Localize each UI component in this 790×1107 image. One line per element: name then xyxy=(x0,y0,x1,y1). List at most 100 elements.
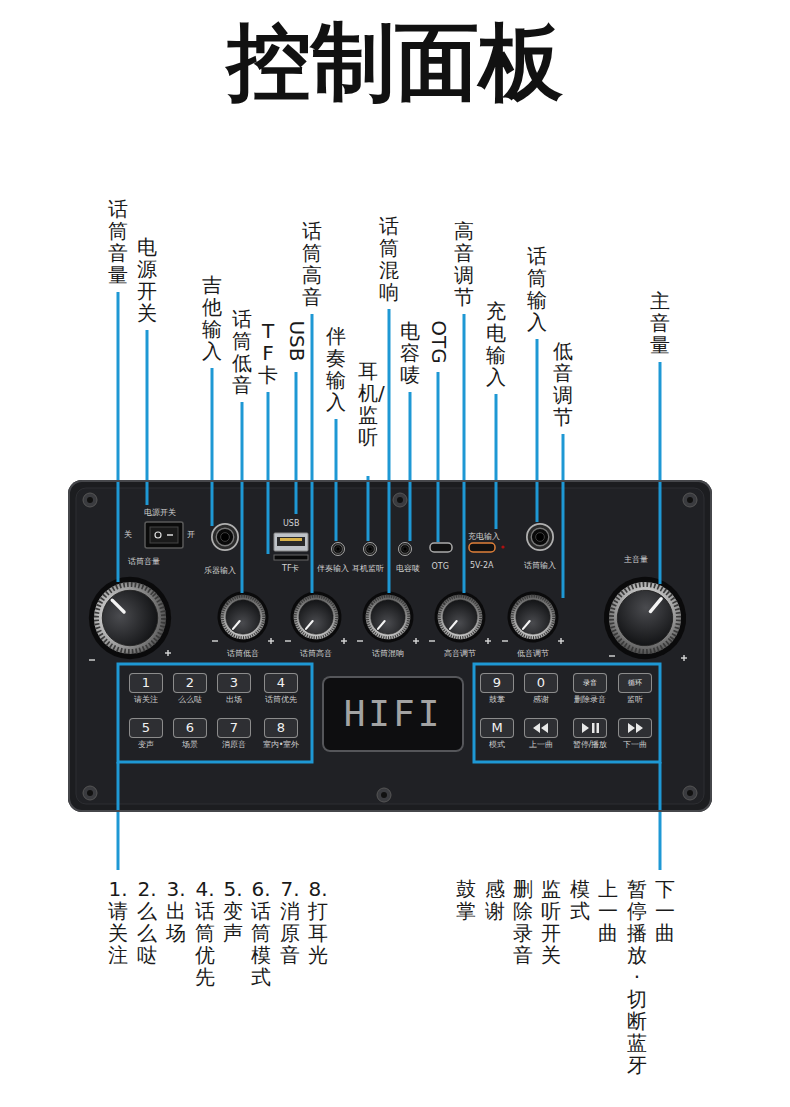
leader-line xyxy=(241,402,244,593)
button-key: 7 xyxy=(217,718,251,738)
leader-line xyxy=(335,419,338,541)
minus-mark xyxy=(609,655,615,656)
vertical-label: 5.变声 xyxy=(223,878,243,944)
button-label: 出场 xyxy=(226,696,242,705)
button-label: 消原音 xyxy=(222,741,246,750)
button-label: 上一曲 xyxy=(529,741,553,750)
play-icon-shape xyxy=(582,723,589,733)
button-key: 5 xyxy=(129,718,163,738)
panel-label: 电容唛 xyxy=(396,565,420,573)
panel-label: 耳机监听 xyxy=(352,565,384,573)
panel-label: USB xyxy=(283,520,299,528)
charge-indicator xyxy=(501,545,504,548)
vertical-label: 话筒输入 xyxy=(527,245,547,333)
button-key: 9 xyxy=(480,673,514,693)
leader-line xyxy=(295,372,298,514)
panel-button: 下一曲 xyxy=(618,718,652,738)
rotated-label: OTG xyxy=(427,320,449,363)
minus-mark xyxy=(212,640,218,641)
tf-slot xyxy=(274,555,308,560)
leader-lines xyxy=(118,292,660,870)
power-rocker xyxy=(150,527,178,543)
minus-mark xyxy=(429,640,435,641)
panel-button: 1请关注 xyxy=(129,673,163,693)
vertical-label: 删除录音 xyxy=(513,878,533,966)
leader-line xyxy=(437,372,440,542)
usb-contacts xyxy=(280,538,302,541)
plus-mark-v xyxy=(270,638,271,644)
button-label: 下一曲 xyxy=(623,741,647,750)
vertical-label: 耳机/监听 xyxy=(358,360,378,448)
button-label: 监听 xyxy=(627,696,643,705)
pause-bar xyxy=(592,723,595,733)
vertical-label: 上一曲 xyxy=(598,878,618,944)
prev-icon xyxy=(524,718,558,738)
button-key: 3 xyxy=(217,673,251,693)
vertical-label: 下一曲 xyxy=(655,878,675,944)
vertical-label: 话筒音量 xyxy=(108,198,128,286)
button-key: 8 xyxy=(264,718,298,738)
panel-button: 上一曲 xyxy=(524,718,558,738)
bass-knob xyxy=(497,581,569,653)
vertical-label: 话筒高音 xyxy=(302,220,322,308)
panel-label: 主音量 xyxy=(624,556,648,564)
plus-mark-v xyxy=(415,638,416,644)
minus-mark xyxy=(285,640,291,641)
vertical-label: 充电输入 xyxy=(486,300,506,388)
panel-button: 暂停/播放 xyxy=(573,718,607,738)
vertical-label: 话筒低音 xyxy=(232,308,252,396)
screw xyxy=(83,493,97,507)
vertical-label: 7.消原音 xyxy=(280,878,300,966)
vertical-label: 吉他输入 xyxy=(202,274,222,362)
button-label: 暂停/播放 xyxy=(573,741,608,750)
button-group-bracket xyxy=(474,664,660,762)
usb-port-inner xyxy=(277,537,305,546)
power-off-mark xyxy=(155,532,161,538)
leader-line xyxy=(536,339,539,522)
vertical-label: 2.么么哒 xyxy=(137,878,157,966)
panel-button: 5变声 xyxy=(129,718,163,738)
vertical-label: 鼓掌 xyxy=(456,878,476,922)
display-text: HIFI xyxy=(322,676,464,752)
prev-icon-shape xyxy=(533,723,548,733)
panel-label: 话筒输入 xyxy=(524,562,556,570)
button-key: 6 xyxy=(173,718,207,738)
panel-button: 7消原音 xyxy=(217,718,251,738)
minus-mark xyxy=(502,640,508,641)
leader-line xyxy=(463,314,466,593)
button-label: 鼓掌 xyxy=(489,696,505,705)
panel-label: 高音调节 xyxy=(444,650,476,658)
pause-bar xyxy=(597,723,600,733)
panel-label: 电源开关 xyxy=(144,509,176,517)
leader-line xyxy=(117,292,120,582)
bracket-leader xyxy=(659,762,662,870)
panel-label: 伴奏输入 xyxy=(317,565,349,573)
button-key: 2 xyxy=(173,673,207,693)
panel-label: OTG xyxy=(432,563,449,571)
panel-label: 乐器输入 xyxy=(204,567,236,575)
plus-mark-v xyxy=(487,638,488,644)
vertical-label: 话筒混响 xyxy=(379,215,399,303)
play-pause-icon xyxy=(573,718,607,738)
vertical-label: 暂停播放·切断蓝牙 xyxy=(627,878,647,1076)
vertical-label: 高音调节 xyxy=(454,220,474,308)
hifi-display: HIFI xyxy=(322,676,464,752)
power-on-mark xyxy=(167,534,173,536)
vertical-label: 低音调节 xyxy=(553,340,573,428)
vertical-label: 8.打耳光 xyxy=(308,878,328,966)
panel-button: 6场景 xyxy=(173,718,207,738)
leader-line xyxy=(367,476,370,541)
screw xyxy=(83,786,97,800)
plus-mark-v xyxy=(167,650,168,656)
button-label: 变声 xyxy=(138,741,154,750)
condenser-mic-jack xyxy=(398,542,411,555)
charge-port xyxy=(469,543,495,552)
panel-button: 0感谢 xyxy=(524,673,558,693)
button-label: 模式 xyxy=(489,741,505,750)
master-volume-knob xyxy=(587,560,703,676)
panel-label: 话筒高音 xyxy=(300,650,332,658)
minus-mark xyxy=(89,659,95,660)
leader-line xyxy=(311,314,314,593)
accompaniment-jack xyxy=(331,542,344,555)
